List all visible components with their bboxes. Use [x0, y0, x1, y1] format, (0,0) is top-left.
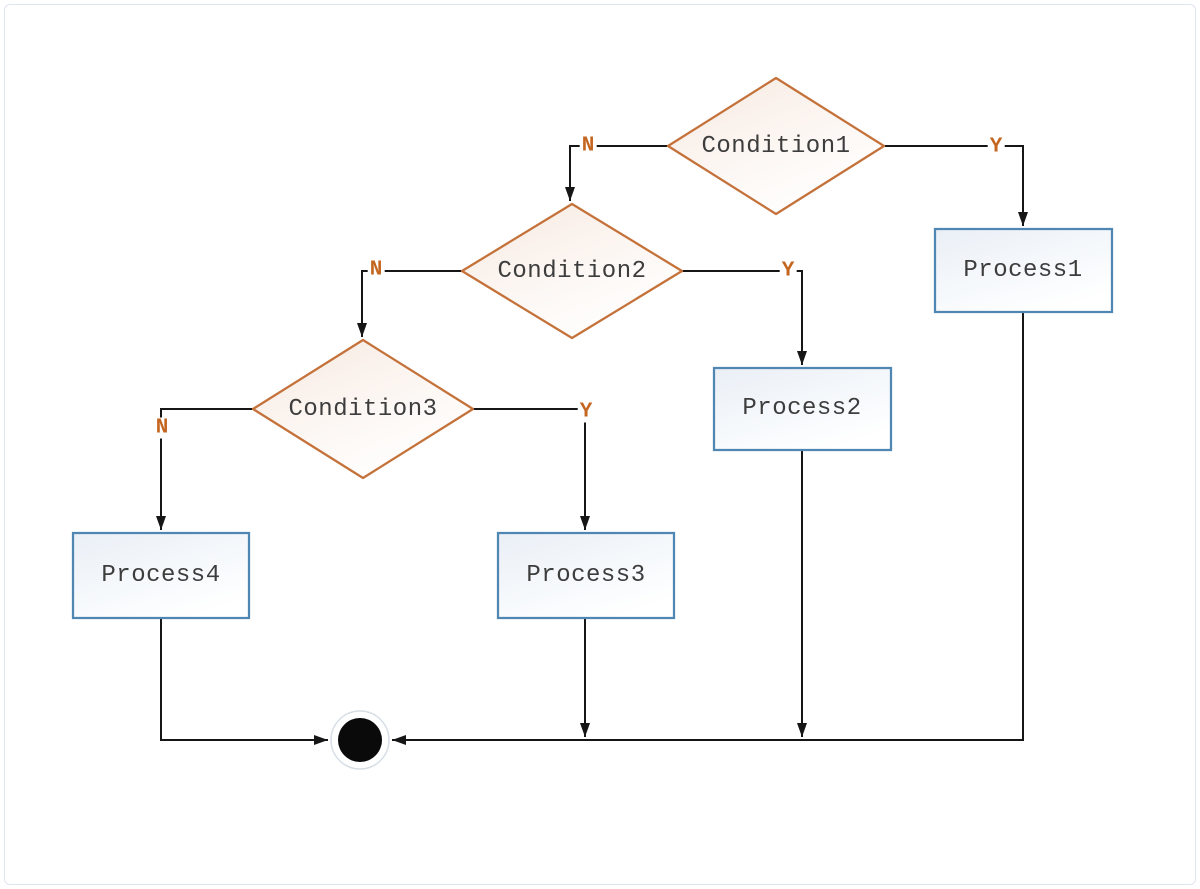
edge-condition1-y-to-process1 — [885, 145, 1028, 226]
condition2-decision-shape — [460, 202, 684, 340]
process4-rect-shape — [71, 531, 251, 620]
edge-condition3-n-to-process4 — [156, 408, 254, 530]
edge-process4-to-end — [160, 618, 328, 745]
edge-process1-to-end — [392, 312, 1024, 745]
end-node-dot — [338, 718, 382, 762]
edge-condition2-n-to-condition3 — [357, 270, 463, 337]
process3-rect-shape — [496, 531, 676, 620]
condition1-decision-shape — [666, 76, 886, 216]
process2-rect-shape — [712, 366, 893, 452]
edge-condition1-n-to-condition2 — [565, 145, 668, 201]
process1-rect-shape — [933, 227, 1114, 314]
edge-condition2-y-to-process2 — [682, 270, 807, 365]
edge-condition3-y-to-process3 — [473, 408, 590, 530]
condition3-decision-shape — [251, 338, 475, 480]
